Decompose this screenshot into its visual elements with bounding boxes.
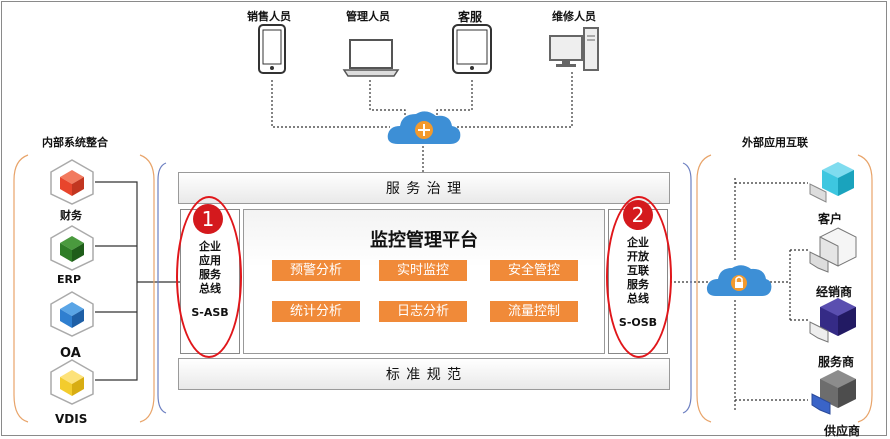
distributor-cube-icon [809,227,857,273]
customer-cube-icon [809,162,854,203]
service-governance-bar: 服 务 治 理 [178,172,670,204]
right-item-provider: 服务商 [818,355,855,369]
user-label-repair: 维修人员 [552,10,596,23]
finance-cube-icon [50,159,94,205]
asb-number-badge: 1 [193,204,223,234]
phone-icon [258,24,286,74]
func-log-analysis: 日志分析 [379,301,467,322]
user-label-sales: 销售人员 [247,10,291,23]
func-traffic-control: 流量控制 [490,301,578,322]
desktop-icon [549,27,599,71]
osb-number-badge: 2 [623,200,653,230]
func-security-control: 安全管控 [490,260,578,281]
cloud-lock-icon [706,265,772,296]
right-item-distributor: 经销商 [816,285,853,299]
left-item-finance: 财务 [60,209,82,222]
user-label-service: 客服 [458,10,483,24]
laptop-icon [342,39,400,77]
oa-cube-icon [50,291,94,337]
user-label-admin: 管理人员 [346,10,390,23]
cloud-hub-icon [387,111,461,144]
osb-highlight-oval [606,196,672,358]
asb-highlight-oval [176,196,242,358]
left-item-vdis: VDIS [55,412,88,426]
func-realtime-monitor: 实时监控 [379,260,467,281]
vdis-cube-icon [50,359,94,405]
right-section-title: 外部应用互联 [742,136,808,149]
platform-title: 监控管理平台 [370,230,478,251]
right-item-customer: 客户 [818,212,843,226]
erp-cube-icon [50,225,94,271]
standards-bar: 标 准 规 范 [178,358,670,390]
func-alert-analysis: 预警分析 [272,260,360,281]
monitor-platform: 监控管理平台 预警分析 实时监控 安全管控 统计分析 日志分析 流量控制 [243,209,605,354]
left-item-oa: OA [60,346,81,361]
left-section-title: 内部系统整合 [42,136,108,149]
func-statistics: 统计分析 [272,301,360,322]
left-item-erp: ERP [57,273,82,286]
tablet-icon [452,24,492,74]
supplier-cube-icon [811,370,856,415]
provider-cube-icon [809,298,856,343]
right-item-supplier: 供应商 [824,424,861,438]
